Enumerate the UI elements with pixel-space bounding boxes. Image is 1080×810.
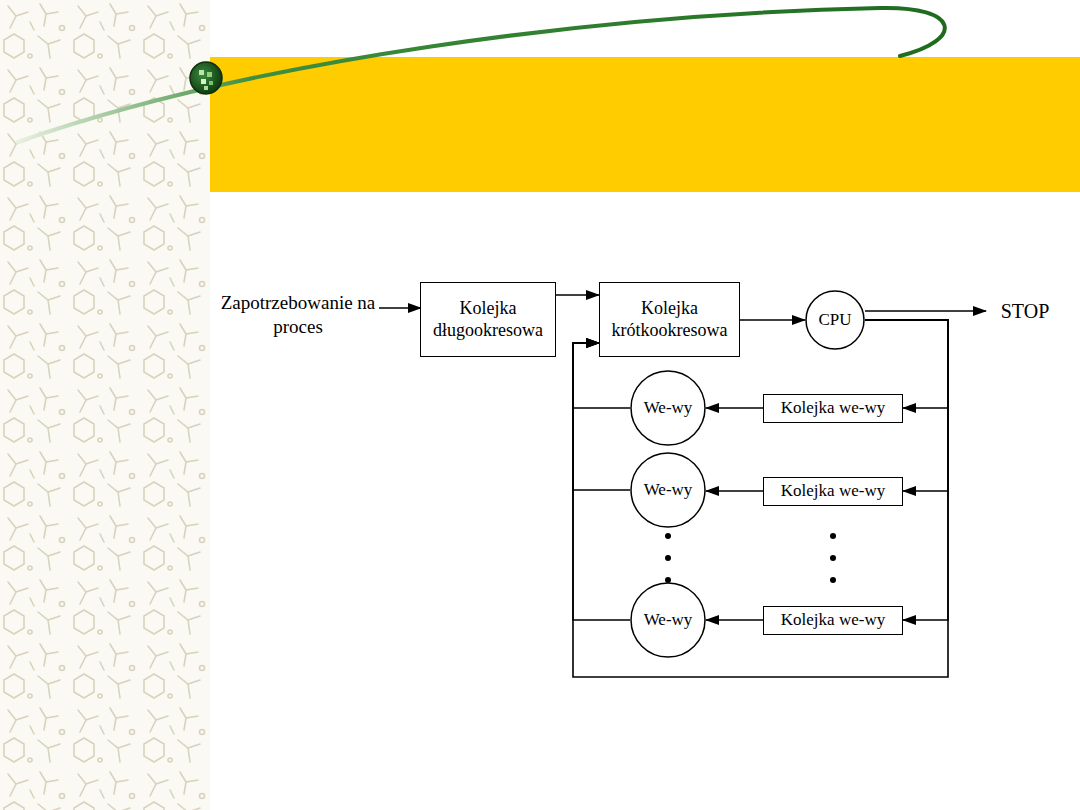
flow-arrow (573, 320, 948, 677)
flow-arrow (556, 294, 599, 296)
node-text: Kolejka krótkookresowa (606, 298, 733, 341)
device-circle: We-wy (630, 582, 706, 658)
node-text: We-wy (644, 398, 693, 418)
node-text: Kolejka we-wy (781, 481, 885, 501)
input-label: Zapotrzebowanie na proces (213, 291, 383, 339)
flow-arrow (706, 619, 763, 621)
flow-arrow (706, 490, 763, 492)
queue-box: Kolejka we-wy (763, 477, 903, 506)
stop-arrow (865, 310, 986, 312)
flow-arrow (573, 343, 630, 620)
end-label: STOP (990, 299, 1060, 324)
input-arrow (379, 307, 421, 309)
queue-box: Kolejka we-wy (763, 606, 903, 635)
flow-arrow (706, 407, 763, 409)
flow-arrow (740, 319, 805, 321)
node-text: We-wy (644, 480, 693, 500)
node-text: Kolejka długookresowa (427, 298, 549, 341)
node-text: We-wy (644, 610, 693, 630)
node-text: Kolejka we-wy (781, 398, 885, 418)
device-circle: CPU (805, 290, 865, 350)
node-text: CPU (818, 310, 851, 330)
queue-box: Kolejka długookresowa (420, 282, 556, 357)
continuation-dots (665, 533, 836, 583)
flow-arrow (865, 320, 948, 620)
flow-arrow (573, 343, 630, 490)
queue-box: Kolejka krótkookresowa (599, 282, 740, 357)
device-circle: We-wy (630, 452, 706, 528)
device-circle: We-wy (630, 370, 706, 446)
queue-box: Kolejka we-wy (763, 394, 903, 423)
node-text: Kolejka we-wy (781, 610, 885, 630)
